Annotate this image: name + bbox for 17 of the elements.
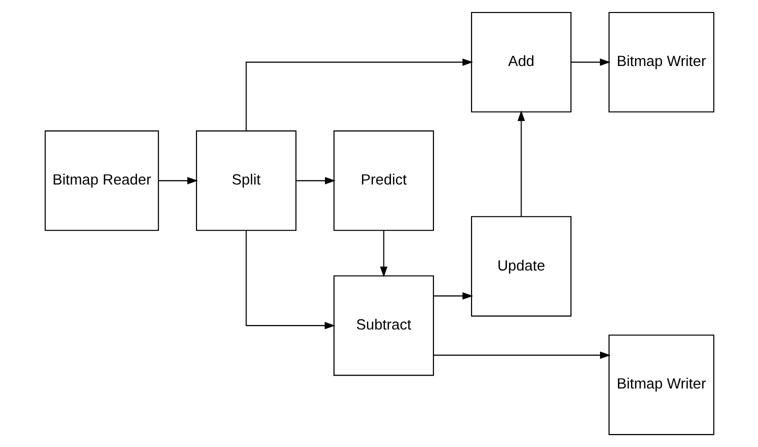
node-box: Bitmap Reader	[44, 130, 158, 231]
arrow	[380, 230, 387, 278]
node-box: Split	[195, 130, 296, 231]
arrow	[245, 230, 335, 330]
arrow	[517, 110, 524, 216]
arrow	[570, 58, 610, 66]
node-box: Add	[470, 12, 571, 112]
node-box: Bitmap Writer	[608, 334, 714, 436]
node-box: Update	[470, 216, 571, 317]
node-box: Predict	[332, 130, 434, 231]
node-box: Bitmap Writer	[608, 12, 714, 112]
node-box: Subtract	[332, 275, 434, 376]
arrow	[158, 176, 198, 184]
arrow	[433, 351, 610, 359]
arrow	[296, 176, 336, 184]
arrow	[245, 58, 473, 131]
arrow	[433, 292, 473, 300]
